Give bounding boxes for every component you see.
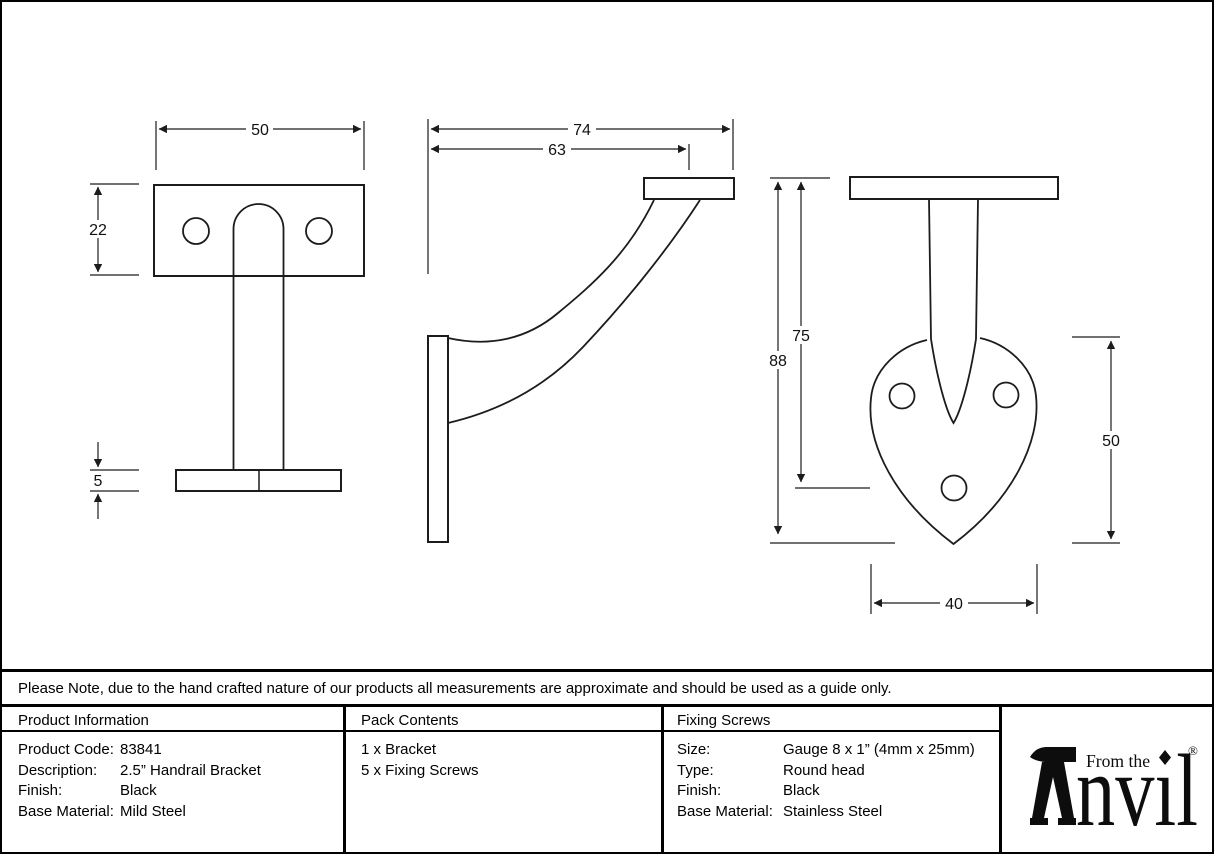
note-bar: Please Note, due to the hand crafted nat… <box>2 669 1212 707</box>
technical-drawing: 50 22 5 74 63 88 75 50 40 <box>85 119 1125 614</box>
from-the-anvil-logo: nvıl From the ® <box>1030 738 1198 838</box>
screw-size-label: Size: <box>677 741 711 758</box>
note-text: Please Note, due to the hand crafted nat… <box>18 679 892 697</box>
table-divider <box>661 704 664 852</box>
finish-label: Finish: <box>18 782 63 799</box>
dim-label-plate-height: 22 <box>89 222 107 239</box>
screw-finish-label: Finish: <box>677 782 722 799</box>
screw-hole <box>182 217 210 245</box>
side-view <box>427 119 735 543</box>
screw-size-value: Gauge 8 x 1” (4mm x 25mm) <box>783 741 975 758</box>
dim-label-heart-height: 50 <box>1102 433 1120 450</box>
end-view <box>764 176 1125 614</box>
pack-item: 1 x Bracket <box>361 741 437 758</box>
anvil-icon <box>1030 747 1076 825</box>
table-divider <box>999 704 1002 852</box>
base-material-label: Base Material: <box>18 803 114 820</box>
product-code-value: 83841 <box>120 741 162 758</box>
fixing-screws-header: Fixing Screws <box>677 712 771 729</box>
screw-type-label: Type: <box>677 762 714 779</box>
screw-hole <box>992 381 1020 409</box>
screw-hole <box>940 474 968 502</box>
dim-label-stem-drop: 75 <box>792 328 810 345</box>
base-material-value: Mild Steel <box>120 803 186 820</box>
dim-label-overall-height: 88 <box>769 353 787 370</box>
product-information-header: Product Information <box>18 712 149 729</box>
screw-base-material-value: Stainless Steel <box>783 803 883 820</box>
table-header-divider <box>2 730 1001 732</box>
dim-label-reach: 63 <box>548 142 566 159</box>
pack-item: 5 x Fixing Screws <box>361 762 479 779</box>
registered-trademark-icon: ® <box>1188 743 1198 758</box>
screw-finish-value: Black <box>783 782 820 799</box>
dim-label-base-thickness: 5 <box>94 473 103 490</box>
logo-tagline: From the <box>1086 751 1150 771</box>
brand-wordmark: nvıl <box>1076 738 1198 838</box>
finish-value: Black <box>120 782 157 799</box>
description-label: Description: <box>18 762 98 779</box>
dim-label-heart-width: 40 <box>945 596 963 613</box>
dim-label-overall-depth: 74 <box>573 122 591 139</box>
dim-label-front-width: 50 <box>251 122 269 139</box>
table-divider <box>343 704 346 852</box>
front-view <box>85 120 365 519</box>
product-code-label: Product Code: <box>18 741 114 758</box>
description-value: 2.5” Handrail Bracket <box>120 762 261 779</box>
screw-type-value: Round head <box>783 762 865 779</box>
pack-contents-header: Pack Contents <box>361 712 459 729</box>
diamond-i-dot-icon <box>1159 750 1171 765</box>
screw-hole <box>888 382 916 410</box>
screw-hole <box>305 217 333 245</box>
screw-base-material-label: Base Material: <box>677 803 773 820</box>
